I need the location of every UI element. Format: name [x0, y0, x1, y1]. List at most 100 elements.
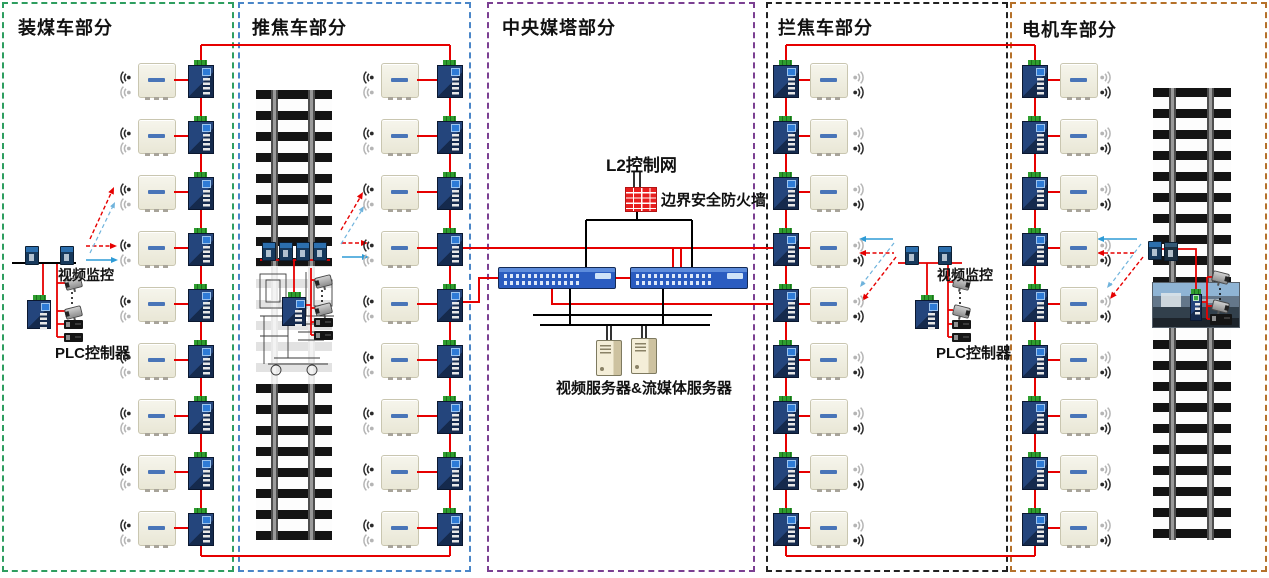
industrial-switch-device	[1022, 452, 1048, 490]
wireless-ap-device	[138, 455, 176, 492]
wireless-ap-device	[1060, 455, 1098, 492]
wireless-signal-icon	[1099, 477, 1112, 492]
wireless-signal-icon	[852, 238, 865, 253]
ap-switch-link	[174, 135, 188, 137]
wireless-ap-device	[381, 175, 419, 212]
wireless-signal-icon	[852, 126, 865, 141]
client-radio	[262, 242, 276, 261]
wireless-signal-icon	[852, 406, 865, 421]
wireless-signal-icon	[362, 141, 375, 156]
wireless-signal-icon	[1099, 197, 1112, 212]
section-title-coke-pusher: 推焦车部分	[252, 18, 347, 38]
industrial-switch-device	[437, 228, 463, 266]
industrial-switch-device	[1022, 508, 1048, 546]
firewall-label: 边界安全防火墙	[661, 192, 767, 209]
wireless-signal-icon	[1099, 365, 1112, 380]
ap-switch-link	[799, 415, 810, 417]
ap-switch-link	[174, 471, 188, 473]
onboard-switch	[1190, 289, 1202, 321]
wireless-signal-icon	[119, 253, 132, 268]
industrial-switch-device	[1022, 228, 1048, 266]
ap-switch-link	[1048, 135, 1060, 137]
plc-device	[314, 318, 333, 327]
ap-switch-link	[1048, 303, 1060, 305]
wireless-signal-icon	[852, 70, 865, 85]
wireless-signal-icon	[362, 462, 375, 477]
ap-switch-link	[174, 247, 188, 249]
wireless-signal-icon	[362, 477, 375, 492]
client-radio	[60, 246, 74, 265]
ap-switch-link	[417, 135, 437, 137]
plc-device	[64, 320, 83, 329]
industrial-switch-device	[188, 116, 214, 154]
wireless-signal-icon	[362, 309, 375, 324]
wireless-signal-icon	[1099, 309, 1112, 324]
industrial-switch-device	[437, 452, 463, 490]
plc-device	[314, 331, 333, 340]
client-radio	[313, 242, 327, 261]
ap-switch-link	[799, 191, 810, 193]
ap-switch-link	[1048, 359, 1060, 361]
industrial-switch-device	[188, 508, 214, 546]
ap-switch-link	[799, 79, 810, 81]
ap-switch-link	[174, 415, 188, 417]
client-radio	[1148, 241, 1162, 260]
industrial-switch-device	[773, 340, 799, 378]
ap-switch-link	[417, 191, 437, 193]
wireless-ap-device	[1060, 511, 1098, 548]
industrial-switch-device	[773, 396, 799, 434]
wireless-signal-icon	[1099, 70, 1112, 85]
plc-device	[64, 333, 83, 342]
wireless-signal-icon	[852, 197, 865, 212]
wireless-ap-device	[138, 119, 176, 156]
client-radio	[25, 246, 39, 265]
industrial-switch-device	[437, 60, 463, 98]
wireless-ap-device	[381, 511, 419, 548]
servers-label: 视频服务器&流媒体服务器	[556, 380, 732, 397]
ap-switch-link	[799, 135, 810, 137]
wireless-signal-icon	[852, 182, 865, 197]
ap-switch-link	[417, 415, 437, 417]
wireless-ap-device	[810, 343, 848, 380]
cluster-switch	[282, 292, 306, 327]
industrial-switch-device	[1022, 340, 1048, 378]
wireless-signal-icon	[362, 365, 375, 380]
wireless-signal-icon	[852, 85, 865, 100]
wireless-signal-icon	[119, 85, 132, 100]
industrial-switch-device	[188, 284, 214, 322]
firewall-icon	[625, 187, 657, 212]
section-coke-guide-car	[766, 2, 1008, 572]
wireless-signal-icon	[119, 421, 132, 436]
wireless-ap-device	[810, 231, 848, 268]
wireless-ap-device	[381, 231, 419, 268]
industrial-switch-device	[773, 172, 799, 210]
wireless-signal-icon	[119, 477, 132, 492]
industrial-switch-device	[773, 228, 799, 266]
wireless-signal-icon	[1099, 518, 1112, 533]
wireless-ap-device	[1060, 175, 1098, 212]
section-title-central-tower: 中央媒塔部分	[502, 18, 616, 38]
wireless-signal-icon	[852, 533, 865, 548]
wireless-ap-device	[381, 399, 419, 436]
plc-controller-label-left: PLC控制器	[55, 345, 131, 362]
wireless-signal-icon	[852, 421, 865, 436]
wireless-ap-device	[1060, 399, 1098, 436]
wireless-ap-device	[138, 231, 176, 268]
wireless-ap-device	[1060, 231, 1098, 268]
wireless-signal-icon	[362, 533, 375, 548]
wireless-ap-device	[1060, 63, 1098, 100]
ap-switch-link	[1048, 247, 1060, 249]
wireless-signal-icon	[362, 421, 375, 436]
l2-network-label: L2控制网	[606, 156, 677, 175]
ap-switch-link	[799, 471, 810, 473]
industrial-switch-device	[1022, 172, 1048, 210]
industrial-switch-device	[437, 340, 463, 378]
wireless-signal-icon	[362, 197, 375, 212]
ap-switch-link	[799, 527, 810, 529]
wireless-signal-icon	[852, 518, 865, 533]
ap-switch-link	[174, 527, 188, 529]
wireless-signal-icon	[362, 253, 375, 268]
wireless-ap-device	[381, 343, 419, 380]
wireless-signal-icon	[1099, 406, 1112, 421]
wireless-signal-icon	[852, 477, 865, 492]
